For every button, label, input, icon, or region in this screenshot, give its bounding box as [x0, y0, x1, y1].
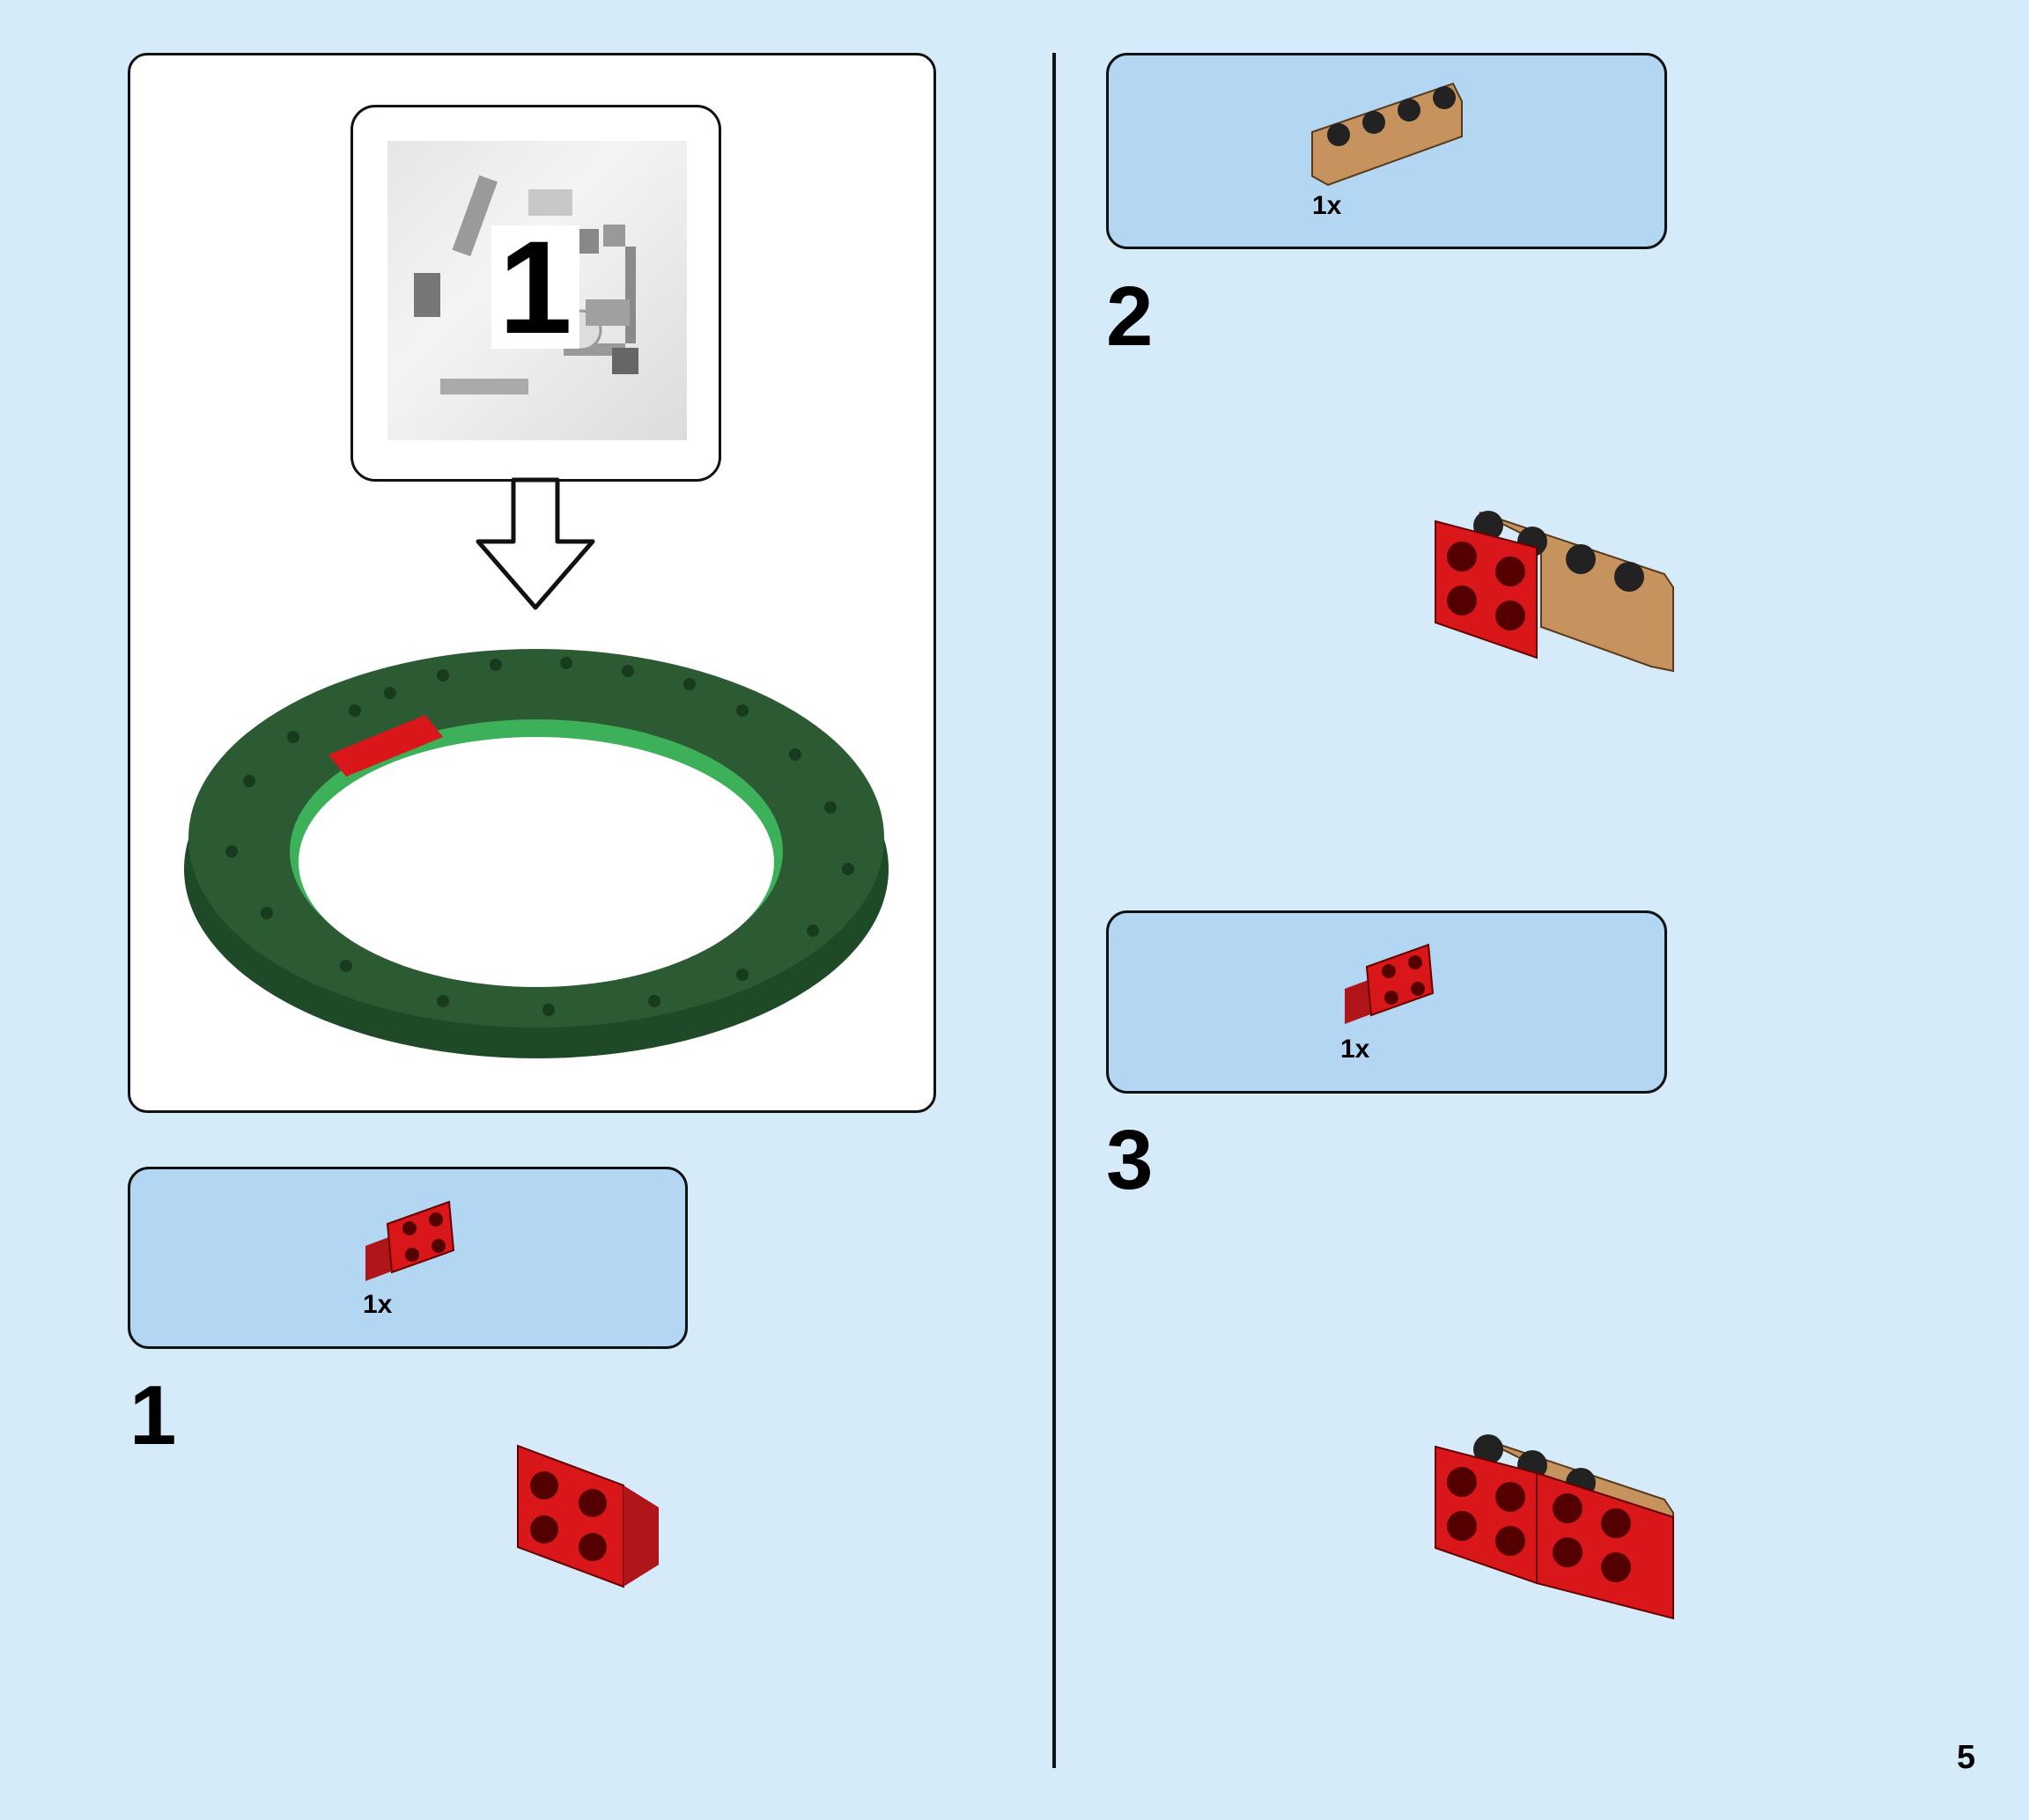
arrow-down-icon	[476, 477, 595, 610]
step-2-assembly	[1435, 511, 1674, 673]
green-ring-model	[184, 649, 889, 1058]
bag-image: 1	[387, 141, 687, 440]
red-bracket-icon	[365, 1200, 455, 1281]
tan-brick-icon	[1311, 82, 1463, 187]
part-quantity: 1x	[1340, 1035, 1370, 1064]
page-number: 5	[1957, 1739, 1976, 1776]
part-quantity: 1x	[363, 1290, 393, 1319]
red-bracket-icon	[1345, 943, 1435, 1024]
step-3-assembly	[1435, 1434, 1674, 1620]
bag-number: 1	[491, 221, 579, 353]
step-1-assembly	[517, 1444, 659, 1588]
column-divider	[1052, 53, 1056, 1768]
parts-box-step-3	[1106, 910, 1667, 1094]
step-number: 1	[129, 1368, 177, 1463]
step-number: 2	[1106, 269, 1154, 364]
part-quantity: 1x	[1312, 191, 1342, 220]
step-number: 3	[1106, 1113, 1154, 1207]
